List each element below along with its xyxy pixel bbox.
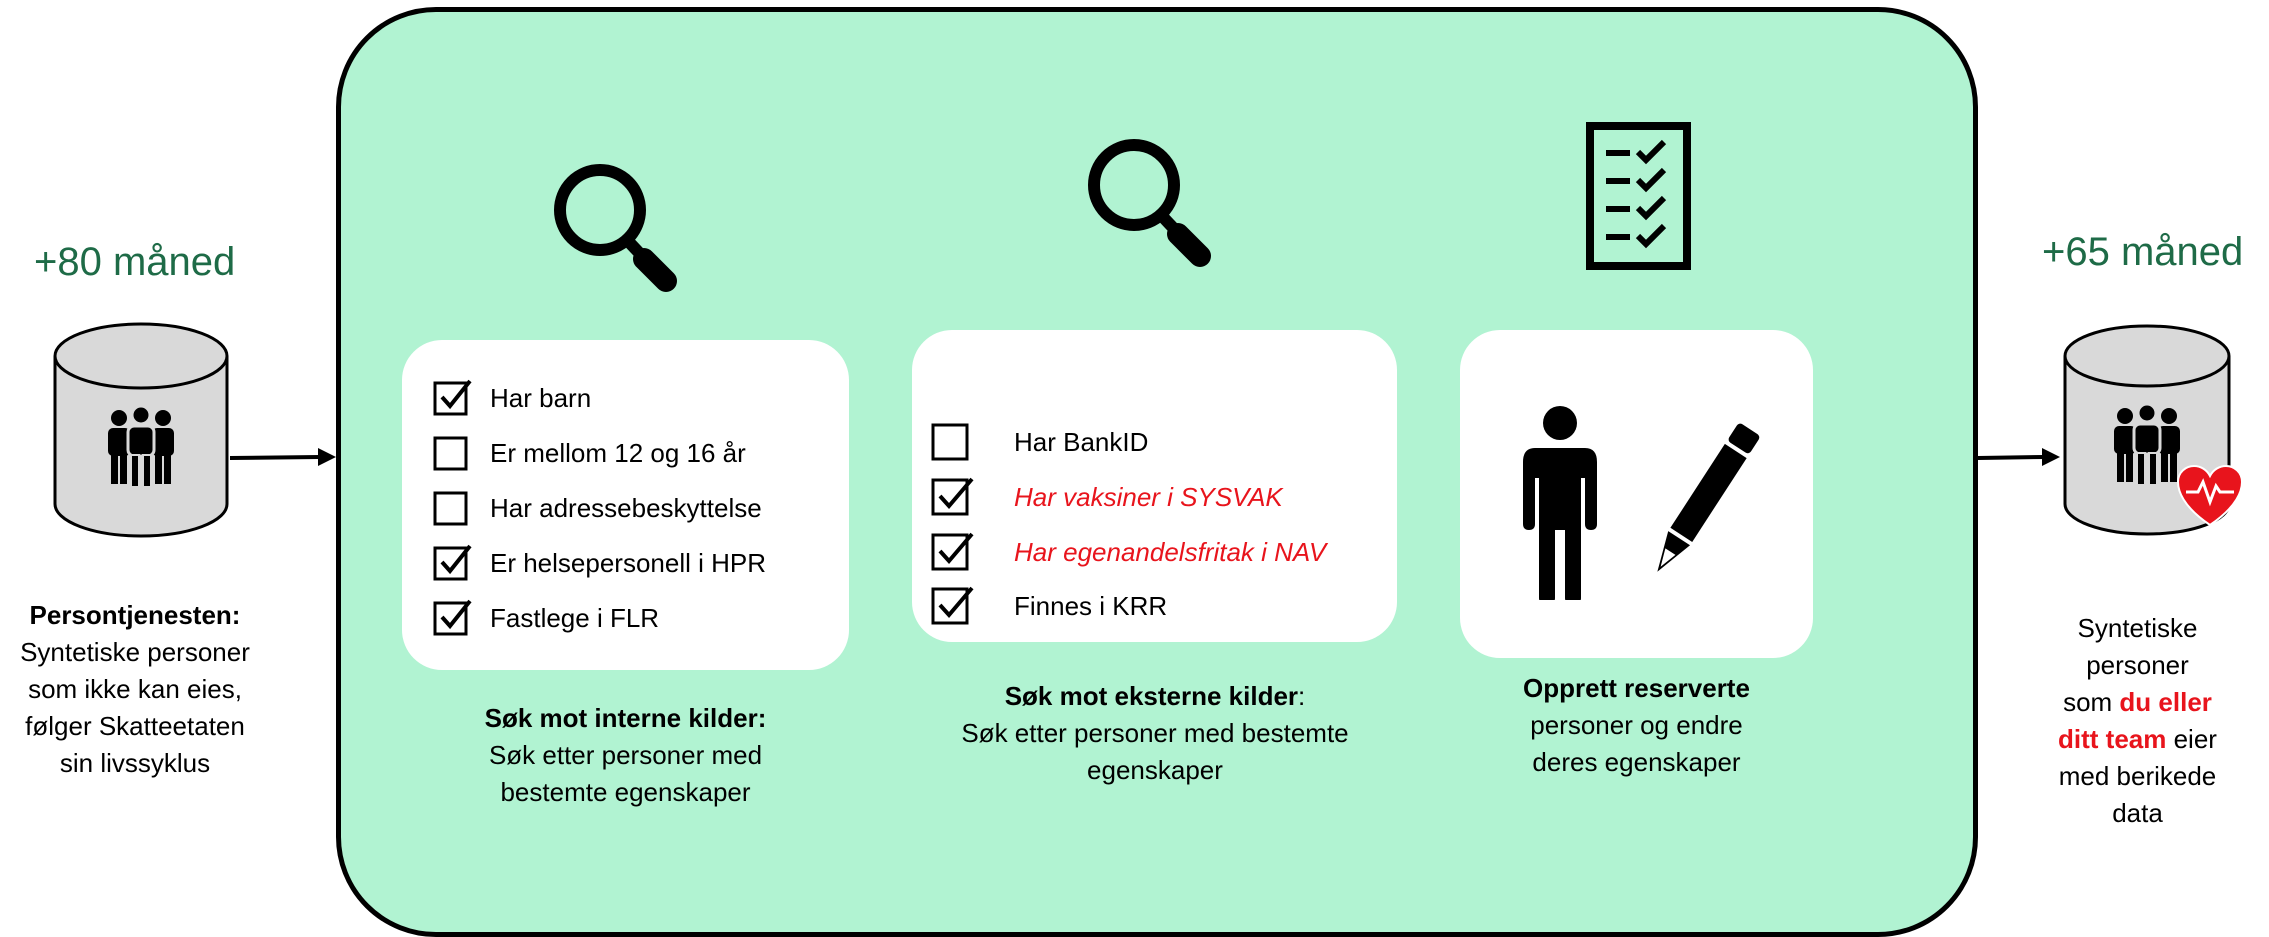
right-description: Syntetiske personer som du eller ditt te… — [2035, 610, 2240, 832]
checklist-item[interactable]: Er helsepersonell i HPR — [432, 543, 766, 583]
caption-line: Søk etter personer med — [488, 740, 763, 770]
caption-line: Søk etter personer med bestemte — [961, 718, 1349, 748]
external-caption: Søk mot eksterne kilder: Søk etter perso… — [905, 678, 1405, 789]
right-desc-line: ditt team eier — [2035, 721, 2240, 758]
caption-line: bestemte egenskaper — [500, 777, 751, 807]
caption-title: Opprett reserverte — [1523, 673, 1750, 703]
left-desc-line: følger Skatteetaten — [25, 711, 245, 741]
magnifier-icon — [554, 164, 677, 292]
item-label: Er mellom 12 og 16 år — [490, 437, 746, 468]
right-desc-highlight: du eller — [2119, 687, 2212, 717]
checklist-icon — [1586, 122, 1691, 270]
right-desc-line: data — [2112, 798, 2163, 828]
checklist-item[interactable]: Har vaksiner i SYSVAK — [930, 475, 1283, 519]
right-desc-highlight: ditt team — [2058, 724, 2167, 754]
checked-box-icon — [931, 586, 974, 625]
pencil-icon — [1657, 423, 1760, 572]
checklist-item[interactable]: Har adressebeskyttelse — [432, 488, 762, 528]
caption-title: Søk mot eksterne kilder — [1004, 681, 1299, 711]
right-desc-line: som du eller — [2035, 684, 2240, 721]
left-description: Persontjenesten: Syntetiske personer som… — [0, 597, 270, 782]
checklist-item[interactable]: Har barn — [432, 378, 591, 418]
caption-title: Søk mot interne kilder: — [484, 703, 767, 733]
checklist-item[interactable]: Har egenandelsfritak i NAV — [930, 530, 1326, 574]
unchecked-box-icon — [931, 423, 969, 461]
left-amount: +80 måned — [34, 240, 236, 284]
caption-line: deres egenskaper — [1532, 747, 1741, 777]
checked-box-icon — [433, 379, 472, 416]
item-label: Har vaksiner i SYSVAK — [1014, 481, 1283, 512]
reserve-caption: Opprett reserverte personer og endre der… — [1460, 670, 1813, 781]
checked-box-icon — [433, 544, 472, 581]
checklist-item[interactable]: Fastlege i FLR — [432, 598, 659, 638]
magnifier-icon — [1088, 139, 1211, 267]
caption-line: personer og endre — [1530, 710, 1743, 740]
caption-title-line: Søk mot eksterne kilder: — [905, 678, 1405, 715]
database-people-health-icon — [2063, 324, 2242, 536]
caption-colon: : — [1298, 681, 1306, 711]
item-label: Er helsepersonell i HPR — [490, 547, 767, 578]
person-icon — [1523, 406, 1597, 600]
item-label: Finnes i KRR — [1014, 590, 1168, 621]
internal-caption: Søk mot interne kilder: Søk etter person… — [402, 700, 849, 811]
caption-line: egenskaper — [1087, 755, 1223, 785]
right-desc-text: eier — [2166, 724, 2217, 754]
checked-box-icon — [433, 599, 472, 636]
checklist-item[interactable]: Finnes i KRR — [930, 584, 1167, 628]
left-desc-line: sin livssyklus — [59, 748, 211, 778]
right-desc-text: som — [2063, 687, 2120, 717]
database-people-icon — [53, 322, 229, 538]
right-desc-line: personer — [2086, 650, 2189, 680]
right-desc-line: Syntetiske — [2077, 613, 2198, 643]
checklist-item[interactable]: Er mellom 12 og 16 år — [432, 433, 746, 473]
internal-sources-card: Har barn Er mellom 12 og 16 år Har adres… — [402, 340, 849, 670]
checked-box-icon — [931, 477, 974, 516]
arrow-icon — [1978, 448, 2060, 466]
right-amount: +65 måned — [2042, 230, 2244, 274]
item-label: Har adressebeskyttelse — [490, 492, 762, 523]
item-label: Fastlege i FLR — [490, 602, 660, 633]
item-label: Har egenandelsfritak i NAV — [1014, 536, 1327, 567]
checked-box-icon — [931, 532, 974, 571]
unchecked-box-icon — [433, 436, 468, 471]
left-title: Persontjenesten: — [29, 600, 241, 630]
item-label: Har BankID — [1014, 426, 1149, 457]
checklist-item[interactable]: Har BankID — [930, 420, 1148, 464]
external-sources-card: Har BankID Har vaksiner i SYSVAK Har ege… — [912, 330, 1397, 642]
item-label: Har barn — [490, 382, 592, 413]
arrow-icon — [230, 448, 336, 466]
left-desc-line: som ikke kan eies, — [28, 674, 242, 704]
reserve-card — [1460, 330, 1813, 658]
left-desc-line: Syntetiske personer — [20, 637, 250, 667]
right-desc-line: med berikede — [2058, 761, 2217, 791]
unchecked-box-icon — [433, 491, 468, 526]
